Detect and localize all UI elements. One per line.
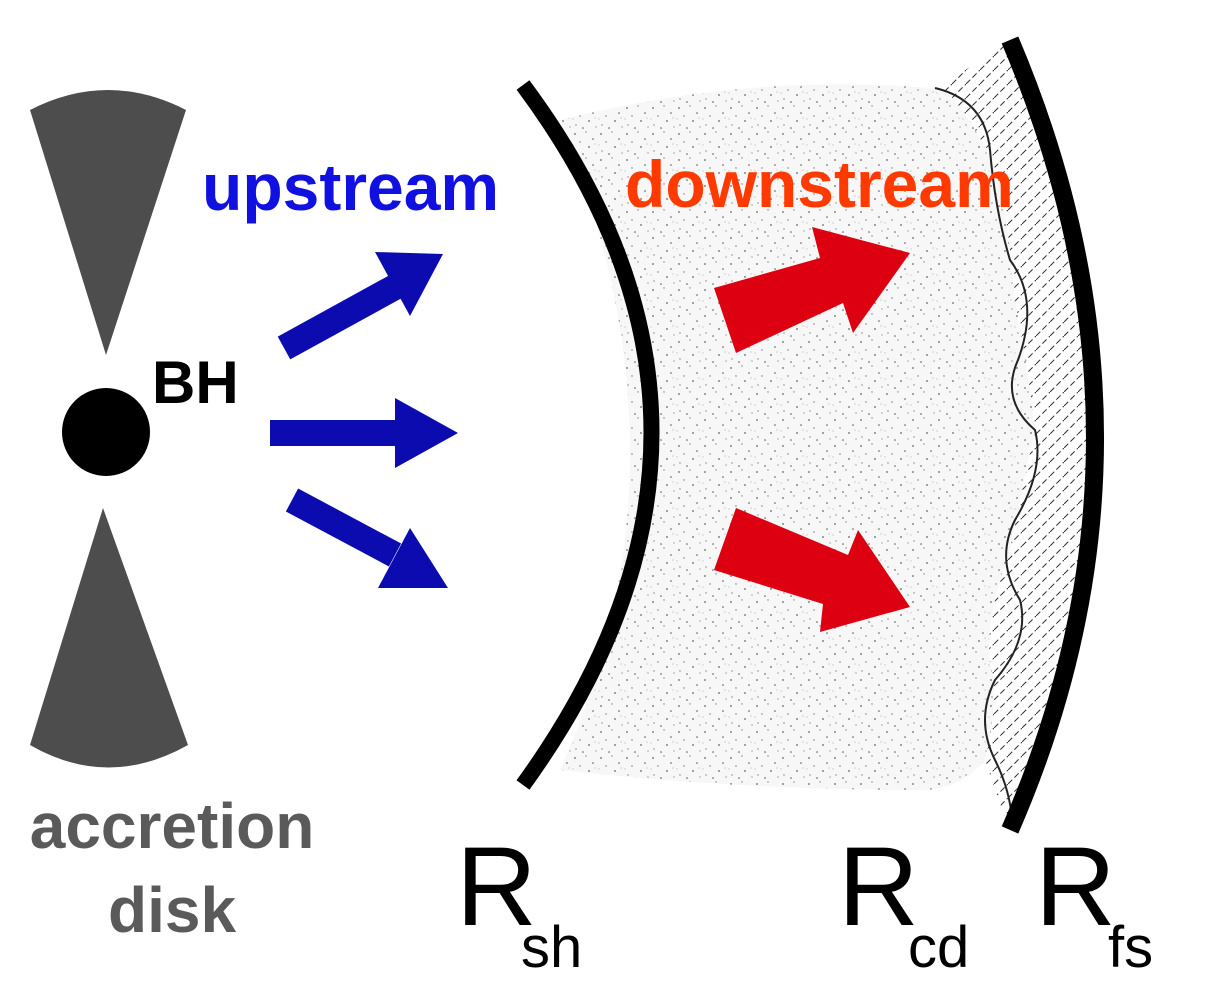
- r-cd-subscript: cd: [908, 915, 969, 980]
- upstream-label: upstream: [202, 150, 499, 224]
- contact-discontinuity-line: [934, 87, 1039, 821]
- upstream-arrow-mid: [270, 398, 458, 468]
- shocked-region: [560, 84, 1035, 791]
- accretion-label-line1: accretion: [30, 790, 315, 862]
- forward-shock-rfs: [1001, 36, 1104, 834]
- accretion-disk-lower-cone: [30, 508, 188, 768]
- r-sh-main: R: [456, 824, 537, 949]
- r-fs-main: R: [1035, 824, 1116, 949]
- downstream-label: downstream: [625, 147, 1014, 221]
- r-fs-subscript: fs: [1108, 915, 1153, 980]
- r-cd-main: R: [838, 824, 919, 949]
- downstream-arrow-up: [714, 227, 910, 353]
- upstream-arrow-up: [277, 252, 443, 360]
- accretion-disk-upper-cone: [30, 90, 186, 355]
- hatched-region: [935, 40, 1095, 830]
- upstream-arrow-down: [285, 488, 448, 588]
- black-hole: [62, 388, 150, 476]
- downstream-arrow-down: [714, 508, 910, 632]
- bh-label: BH: [152, 349, 239, 416]
- accretion-label-line2: disk: [108, 874, 236, 946]
- r-sh-subscript: sh: [521, 915, 582, 980]
- reverse-shock-rsh: [516, 80, 660, 790]
